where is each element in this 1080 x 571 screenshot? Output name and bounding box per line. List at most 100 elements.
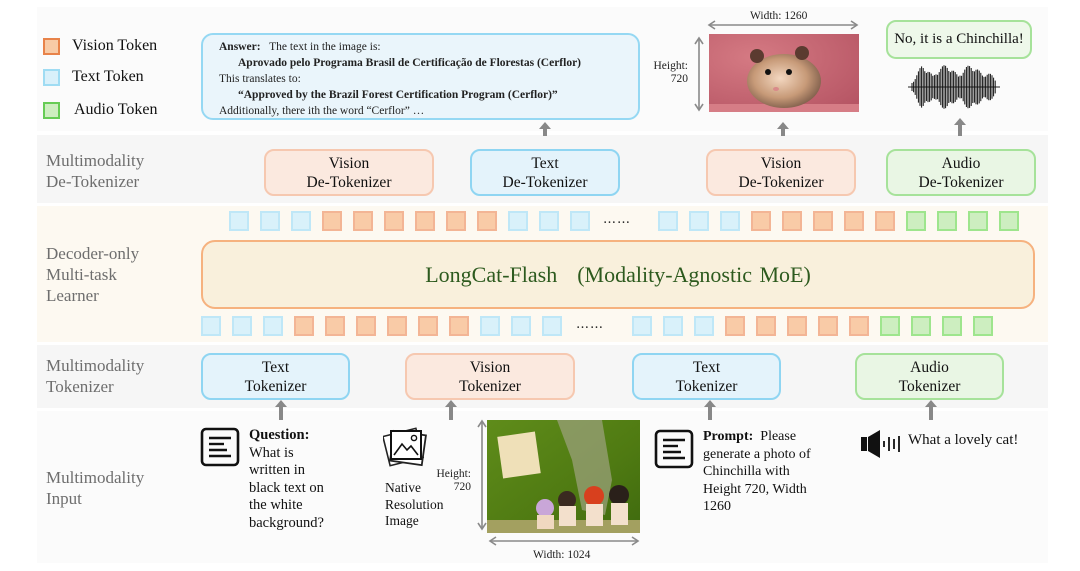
hamster-photo: [709, 34, 859, 112]
detokenizer-band-label: Multimodality De-Tokenizer: [46, 151, 145, 191]
box-line: Text: [692, 358, 721, 376]
input-height-label: Height: 720: [431, 468, 472, 494]
arrow-up-icon: [954, 118, 966, 136]
vision-token-swatch: [43, 37, 60, 55]
longcat-flash-decoder: LongCat-Flash (Modality-Agnostic MoE): [201, 240, 1035, 309]
vision-token: [387, 316, 407, 336]
generated-width-label: Width: 1260: [750, 10, 808, 22]
audio-token: [999, 211, 1019, 231]
box-line: Text: [261, 358, 290, 376]
question-line: black text on: [249, 479, 324, 496]
box-line: Tokenizer: [898, 377, 961, 395]
vision-token: [849, 316, 869, 336]
arrow-up-icon: [777, 122, 789, 136]
box-line: De-Tokenizer: [502, 173, 588, 191]
text-token: [632, 316, 652, 336]
token-ellipsis: ……: [576, 317, 604, 332]
input-band-label: Multimodality Input: [46, 468, 145, 508]
box-line: Tokenizer: [459, 377, 521, 395]
width-arrow-icon: [707, 20, 859, 30]
vision-token: [294, 316, 314, 336]
vision-token: [415, 211, 435, 231]
audio-tokenizer: Audio Tokenizer: [855, 353, 1004, 400]
caption-line: Image: [385, 513, 419, 528]
legend-label: Text Token: [72, 68, 144, 85]
box-line: Tokenizer: [675, 377, 738, 395]
answer-extra: Additionally, there ith the word “Cerflo…: [219, 105, 425, 117]
native-image-caption: Native Resolution Image: [385, 480, 444, 530]
box-line: De-Tokenizer: [738, 173, 824, 191]
text-token: [260, 211, 280, 231]
height-label-text: Height:: [653, 60, 689, 72]
vision-token: [751, 211, 771, 231]
audio-token: [937, 211, 957, 231]
decoder-name: LongCat-Flash: [425, 261, 558, 287]
vision-token: [418, 316, 438, 336]
vision-token: [322, 211, 342, 231]
generated-height-label: Height: 720: [652, 60, 689, 86]
question-line: background?: [249, 514, 324, 531]
vision-token: [844, 211, 864, 231]
legend-audio: Audio Token: [43, 101, 157, 119]
audio-token: [911, 316, 931, 336]
question-label: Question:: [249, 427, 310, 443]
box-line: De-Tokenizer: [918, 173, 1004, 191]
caption-line: Native: [385, 480, 421, 495]
caption-line: Resolution: [385, 496, 444, 512]
prompt-label: Prompt:: [703, 429, 754, 444]
vision-token: [353, 211, 373, 231]
prompt-input: Prompt: Please generate a photo of Chinc…: [703, 428, 811, 516]
text-token: [570, 211, 590, 231]
prompt-line: Height 720, Width: [703, 481, 807, 497]
vision-token: [384, 211, 404, 231]
box-line: Text: [531, 154, 559, 172]
text-detokenizer: Text De-Tokenizer: [470, 149, 620, 196]
audio-token: [973, 316, 993, 336]
height-value-text: 720: [670, 73, 688, 85]
vision-token: [782, 211, 802, 231]
answer-label: Answer:: [219, 41, 261, 53]
arrow-up-icon: [539, 122, 551, 136]
audio-token: [880, 316, 900, 336]
question-line: the white: [249, 497, 303, 513]
text-token: [511, 316, 531, 336]
prompt-line: generate a photo of: [703, 446, 811, 462]
text-answer-output: Answer: The text in the image is: Aprova…: [201, 33, 640, 120]
question-input: Question: What is written in black text …: [249, 427, 324, 532]
vision-token: [477, 211, 497, 231]
text-token-swatch: [43, 68, 60, 86]
legend-vision: Vision Token: [43, 37, 157, 55]
vision-detokenizer-2: Vision De-Tokenizer: [706, 149, 856, 196]
text-token: [539, 211, 559, 231]
prompt-line: Please: [760, 429, 797, 444]
vision-token: [756, 316, 776, 336]
vision-token: [725, 316, 745, 336]
arrow-up-icon: [925, 400, 937, 420]
vision-token: [356, 316, 376, 336]
document-icon: [654, 429, 694, 469]
vision-tokenizer: Vision Tokenizer: [405, 353, 575, 400]
vision-token: [813, 211, 833, 231]
vision-token: [818, 316, 838, 336]
text-tokenizer-2: Text Tokenizer: [632, 353, 781, 400]
arrow-up-icon: [275, 400, 287, 420]
text-token: [229, 211, 249, 231]
audio-token: [968, 211, 988, 231]
image-stack-icon: [383, 427, 427, 467]
legend-label: Vision Token: [72, 37, 158, 54]
text-token: [232, 316, 252, 336]
box-line: Audio: [910, 358, 949, 376]
decoder-subtitle: (Modality-Agnostic MoE): [577, 261, 811, 287]
speaker-icon: [861, 430, 900, 458]
legend-label: Audio Token: [74, 101, 158, 118]
prompt-line: Chinchilla with: [703, 464, 790, 479]
arrow-up-icon: [445, 400, 457, 420]
input-width-label: Width: 1024: [533, 549, 591, 561]
native-resolution-photo: [487, 420, 640, 533]
text-token: [689, 211, 709, 231]
decoder-band-label: Decoder-only Multi-task Learner: [46, 244, 140, 305]
vision-detokenizer-1: Vision De-Tokenizer: [264, 149, 434, 196]
height-arrow-icon: [694, 36, 704, 112]
text-token: [291, 211, 311, 231]
text-token: [694, 316, 714, 336]
